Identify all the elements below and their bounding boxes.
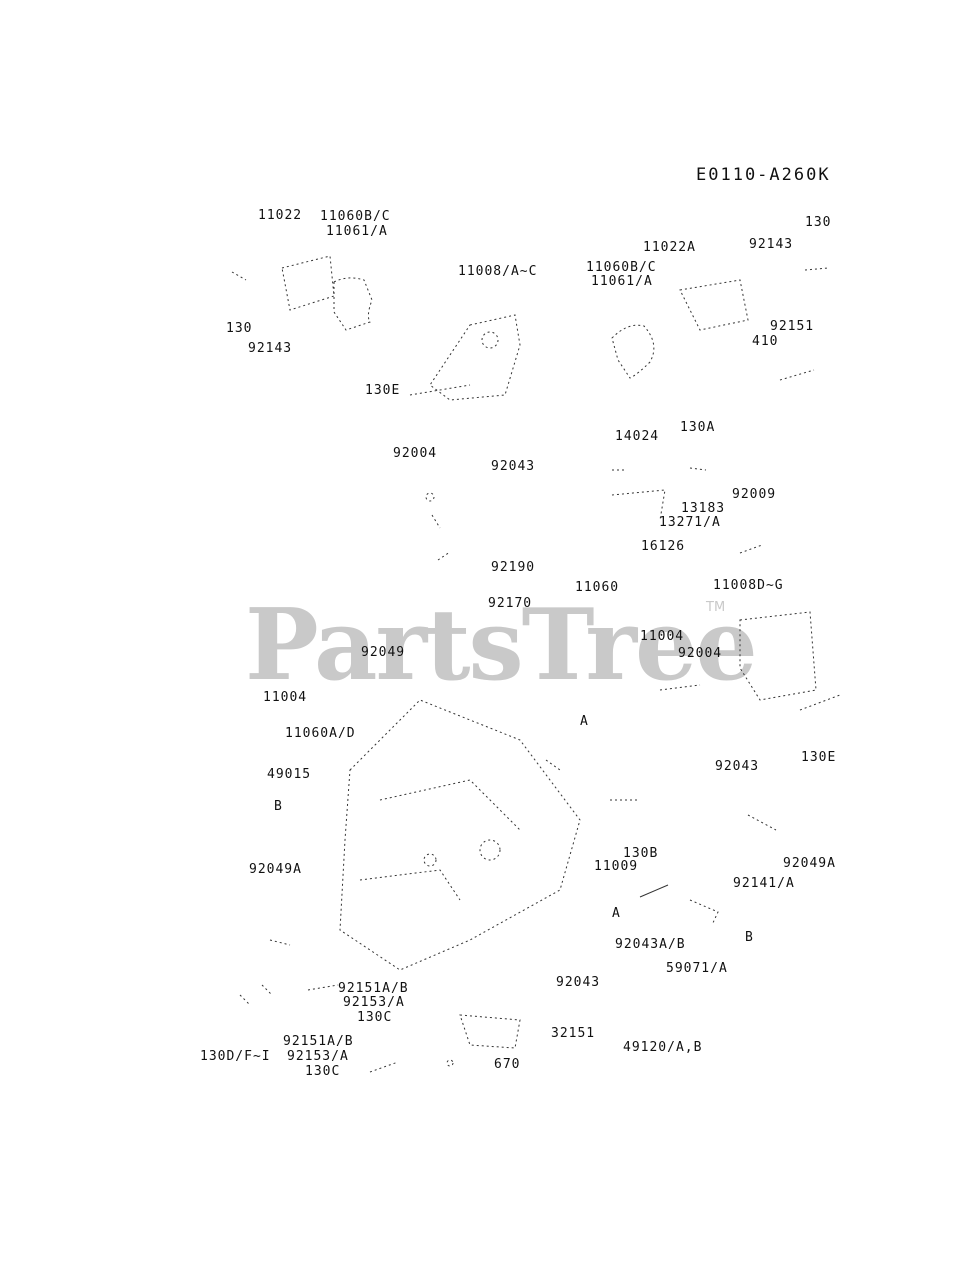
part-label: 32151 xyxy=(551,1026,596,1041)
part-label: 92004 xyxy=(393,446,438,461)
part-label: 130E xyxy=(801,750,837,765)
crankcase-main xyxy=(339,699,640,971)
part-label: 130A xyxy=(680,420,716,435)
part-label: 13271/A xyxy=(659,515,721,530)
part-label: 670 xyxy=(494,1057,521,1072)
part-label: 11060B/C xyxy=(320,209,391,224)
part-label: 92043 xyxy=(491,459,536,474)
part-label: 11060B/C xyxy=(586,260,657,275)
part-label: 92043A/B xyxy=(615,937,686,952)
part-label: 92190 xyxy=(491,560,536,575)
part-label: 11022 xyxy=(258,208,303,223)
valve-train xyxy=(425,467,763,561)
part-label: 92049 xyxy=(361,645,406,660)
part-label: 92049A xyxy=(249,862,302,877)
part-label: 11004 xyxy=(263,690,308,705)
part-label: 130E xyxy=(365,383,401,398)
part-label: 16126 xyxy=(641,539,686,554)
part-label: 130 xyxy=(805,215,832,230)
part-label: 11061/A xyxy=(326,224,388,239)
cylinder-head-gasket-right xyxy=(611,267,829,381)
watermark: PartsTree xyxy=(245,588,758,703)
cylinder-head-center xyxy=(409,314,521,401)
part-label: 92004 xyxy=(678,646,723,661)
part-label: 49120/A,B xyxy=(623,1040,703,1055)
part-label: 92151A/B xyxy=(338,981,409,996)
diagram-code: E0110-A260K xyxy=(696,165,831,185)
part-label: A xyxy=(580,714,589,729)
part-label: 92043 xyxy=(556,975,601,990)
part-label: 92153/A xyxy=(343,995,405,1010)
part-label: 14024 xyxy=(615,429,660,444)
watermark-trademark: TM xyxy=(706,600,726,615)
lower-parts xyxy=(239,884,719,1073)
part-label: 11008/A~C xyxy=(458,264,538,279)
part-label: 11060 xyxy=(575,580,620,595)
part-label: 130C xyxy=(305,1064,341,1079)
part-label: 92049A xyxy=(783,856,836,871)
part-label: 130D/F~I xyxy=(200,1049,271,1064)
part-label: 92143 xyxy=(248,341,293,356)
part-label: 92141/A xyxy=(733,876,795,891)
part-label: 11060A/D xyxy=(285,726,356,741)
cylinder-head-gasket-left xyxy=(231,255,373,331)
part-label: 92151 xyxy=(770,319,815,334)
part-label: 11061/A xyxy=(591,274,653,289)
part-label: 92009 xyxy=(732,487,777,502)
part-label: 59071/A xyxy=(666,961,728,976)
part-label: 92143 xyxy=(749,237,794,252)
part-label: 11004 xyxy=(640,629,685,644)
part-label: 11022A xyxy=(643,240,696,255)
part-label: 130B xyxy=(623,846,659,861)
part-label: 92153/A xyxy=(287,1049,349,1064)
part-label: 92151A/B xyxy=(283,1034,354,1049)
part-label: 13183 xyxy=(681,501,726,516)
part-label: 92170 xyxy=(488,596,533,611)
part-label: 92043 xyxy=(715,759,760,774)
part-label: B xyxy=(745,930,754,945)
part-label: 130C xyxy=(357,1010,393,1025)
part-label: 11008D~G xyxy=(713,578,784,593)
part-label: B xyxy=(274,799,283,814)
part-label: 410 xyxy=(752,334,779,349)
part-label: 49015 xyxy=(267,767,312,782)
crankcase-cover-right xyxy=(659,611,841,831)
part-label: 130 xyxy=(226,321,253,336)
part-label: A xyxy=(612,906,621,921)
part-label: 11009 xyxy=(594,859,639,874)
